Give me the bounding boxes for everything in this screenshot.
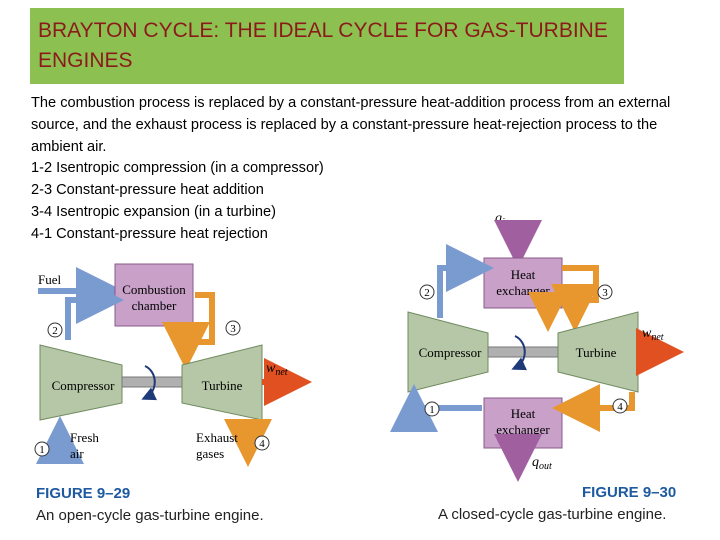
figure-30-label: FIGURE 9–30: [582, 484, 676, 501]
state-2-marker: 2: [47, 322, 63, 338]
shaft-30: [487, 346, 559, 358]
figure-29-label: FIGURE 9–29: [36, 485, 130, 502]
qin-label: qin: [495, 211, 510, 228]
flow-hx-to-turbine: [551, 265, 599, 332]
rotation-icon-30: [511, 335, 528, 371]
flow-2-to-chamber: [65, 276, 124, 340]
process-2-3: 2-3 Constant-pressure heat addition: [31, 182, 264, 199]
svg-text:1: 1: [39, 444, 45, 456]
combustion-chamber: [114, 263, 194, 327]
turbine-label-30: Turbine: [576, 345, 617, 360]
fresh-label-2: air: [70, 446, 84, 461]
figure-30-caption: A closed-cycle gas-turbine engine.: [438, 506, 666, 523]
svg-text:3: 3: [230, 323, 236, 335]
hx-bot-label-2: exchanger: [496, 422, 550, 437]
svg-text:3: 3: [602, 287, 608, 299]
fuel-label: Fuel: [38, 272, 62, 287]
body-text: The combustion process is replaced by a …: [31, 93, 671, 246]
hx-top-label-1: Heat: [511, 267, 536, 282]
state-4-marker-30: 4: [612, 398, 628, 414]
wnet-label-30: wnet: [642, 326, 664, 343]
chamber-label-1: Combustion: [122, 282, 186, 297]
flow-turbine-to-hx: [552, 384, 635, 432]
hx-top-label-2: exchanger: [496, 283, 550, 298]
fresh-label-1: Fresh: [70, 430, 99, 445]
figure-29-caption: An open-cycle gas-turbine engine.: [36, 507, 264, 524]
rotation-icon: [141, 365, 158, 401]
flow-hx-to-compressor: [390, 384, 482, 432]
state-3-marker: 3: [225, 320, 241, 336]
hx-bot-label-1: Heat: [511, 406, 536, 421]
flow-2-to-hx: [437, 244, 494, 318]
svg-text:4: 4: [259, 438, 265, 450]
state-2-marker-30: 2: [419, 284, 435, 300]
svg-text:2: 2: [424, 287, 430, 299]
figure-9-29: Fuel Combustion chamber Compressor Turbi…: [34, 263, 312, 524]
compressor-shape: [39, 344, 123, 421]
title-banner: BRAYTON CYCLE: THE IDEAL CYCLE FOR GAS-T…: [30, 8, 624, 84]
compressor-label: Compressor: [52, 378, 116, 393]
description-paragraph: The combustion process is replaced by a …: [31, 95, 671, 155]
state-3-marker-30: 3: [597, 284, 613, 300]
qout-label: qout: [532, 455, 552, 472]
process-1-2: 1-2 Isentropic compression (in a compres…: [31, 160, 324, 177]
shaft: [121, 376, 183, 388]
state-4-marker: 4: [254, 435, 270, 451]
process-3-4: 3-4 Isentropic expansion (in a turbine): [31, 203, 276, 220]
state-1-marker-30: 1: [424, 401, 440, 417]
svg-text:4: 4: [617, 401, 623, 413]
svg-text:1: 1: [429, 404, 435, 416]
page-title: BRAYTON CYCLE: THE IDEAL CYCLE FOR GAS-T…: [38, 19, 608, 72]
svg-text:2: 2: [52, 325, 58, 337]
compressor-shape-30: [407, 311, 489, 393]
process-4-1: 4-1 Constant-pressure heat rejection: [31, 225, 268, 242]
state-1-marker: 1: [34, 441, 50, 457]
figure-9-30: qin Heat exchanger Compressor Turbine wn…: [390, 211, 684, 523]
chamber-label-2: chamber: [132, 298, 177, 313]
exhaust-label-2: gases: [196, 446, 224, 461]
turbine-shape-30: [557, 311, 639, 393]
turbine-label: Turbine: [202, 378, 243, 393]
exhaust-label-1: Exhaust: [196, 430, 238, 445]
wnet-label: wnet: [266, 361, 288, 378]
compressor-label-30: Compressor: [419, 345, 483, 360]
flow-chamber-to-turbine: [162, 292, 215, 370]
